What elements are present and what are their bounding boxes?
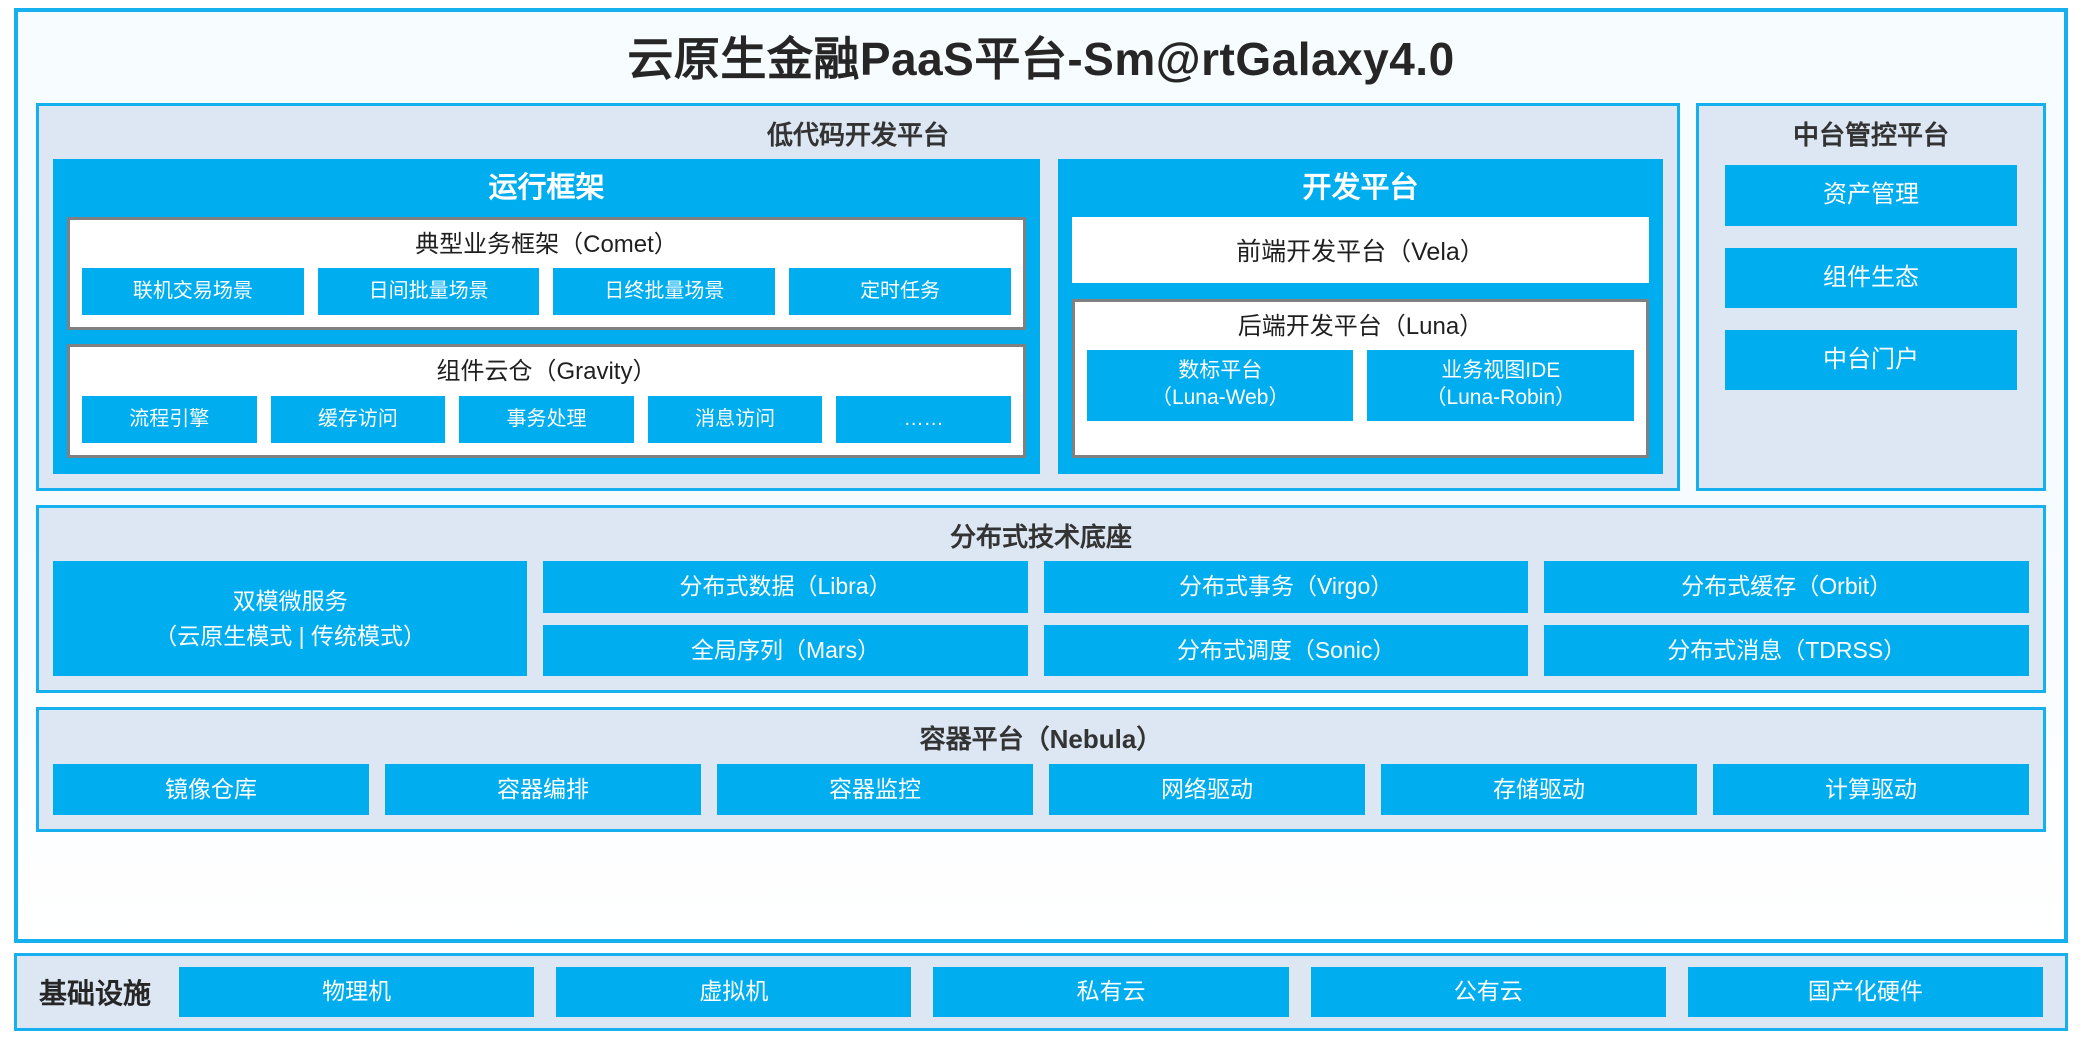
microservice-line1: 双模微服务 bbox=[232, 588, 348, 615]
distributed-cell-libra[interactable]: 分布式数据（Libra） bbox=[543, 561, 1028, 613]
container-item-network-driver[interactable]: 网络驱动 bbox=[1049, 763, 1365, 815]
container-item-storage-driver[interactable]: 存储驱动 bbox=[1381, 763, 1697, 815]
infrastructure-items: 物理机 虚拟机 私有云 公有云 国产化硬件 bbox=[179, 967, 2044, 1017]
development-platform-title: 开发平台 bbox=[1302, 172, 1419, 205]
microservice-column: 双模微服务 （云原生模式 | 传统模式） bbox=[53, 561, 528, 677]
container-platform-title: 容器平台（Nebula） bbox=[919, 724, 1163, 755]
luna-robin-name: 业务视图IDE bbox=[1441, 359, 1561, 383]
container-platform-panel: 容器平台（Nebula） 镜像仓库 容器编排 容器监控 网络驱动 存储驱动 计算… bbox=[36, 707, 2046, 832]
gravity-items: 流程引擎 缓存访问 事务处理 消息访问 …… bbox=[82, 395, 1011, 443]
infrastructure-item-domestic-hardware[interactable]: 国产化硬件 bbox=[1687, 967, 2044, 1017]
luna-web-code: （Luna-Web） bbox=[1150, 385, 1290, 409]
distributed-cell-orbit[interactable]: 分布式缓存（Orbit） bbox=[1544, 561, 2030, 613]
lowcode-platform-content: 运行框架 典型业务框架（Comet） 联机交易场景 日间批量场景 日终批量场景 … bbox=[53, 159, 1663, 474]
luna-robin-item[interactable]: 业务视图IDE （Luna-Robin） bbox=[1367, 350, 1635, 421]
midplatform-title: 中台管控平台 bbox=[1792, 119, 1949, 150]
distributed-cell-mars[interactable]: 全局序列（Mars） bbox=[543, 624, 1028, 677]
development-platform-card: 开发平台 前端开发平台（Vela） 后端开发平台（Luna） 数标平台 （Lun… bbox=[1057, 159, 1663, 474]
infrastructure-panel: 基础设施 物理机 虚拟机 私有云 公有云 国产化硬件 bbox=[14, 953, 2068, 1031]
container-item-monitoring[interactable]: 容器监控 bbox=[717, 763, 1033, 815]
comet-items: 联机交易场景 日间批量场景 日终批量场景 定时任务 bbox=[82, 268, 1011, 316]
gravity-item[interactable]: 流程引擎 bbox=[82, 395, 257, 443]
upper-row: 低代码开发平台 运行框架 典型业务框架（Comet） 联机交易场景 日间批量场景 bbox=[36, 102, 2046, 491]
luna-web-item[interactable]: 数标平台 （Luna-Web） bbox=[1086, 350, 1354, 421]
infrastructure-item-virtual[interactable]: 虚拟机 bbox=[556, 967, 912, 1017]
distributed-base-panel: 分布式技术底座 双模微服务 （云原生模式 | 传统模式） 分布式数据（Libra… bbox=[36, 504, 2046, 694]
luna-robin-code: （Luna-Robin） bbox=[1425, 385, 1577, 409]
gravity-item-more[interactable]: …… bbox=[836, 395, 1011, 443]
container-item-image-repo[interactable]: 镜像仓库 bbox=[53, 763, 369, 815]
luna-web-name: 数标平台 bbox=[1178, 359, 1263, 383]
infrastructure-item-public-cloud[interactable]: 公有云 bbox=[1310, 967, 1666, 1017]
midplatform-panel: 中台管控平台 资产管理 组件生态 中台门户 bbox=[1696, 102, 2046, 491]
gravity-item[interactable]: 缓存访问 bbox=[270, 395, 446, 443]
container-platform-items: 镜像仓库 容器编排 容器监控 网络驱动 存储驱动 计算驱动 bbox=[53, 763, 2029, 815]
midplatform-items: 资产管理 组件生态 中台门户 bbox=[1725, 159, 2017, 470]
backend-platform-box: 后端开发平台（Luna） 数标平台 （Luna-Web） 业务视图IDE （Lu… bbox=[1071, 299, 1649, 458]
gravity-title: 组件云仓（Gravity） bbox=[436, 358, 657, 386]
comet-item[interactable]: 日终批量场景 bbox=[553, 268, 776, 316]
container-item-compute-driver[interactable]: 计算驱动 bbox=[1713, 763, 2029, 815]
comet-title: 典型业务框架（Comet） bbox=[415, 231, 678, 259]
container-item-orchestration[interactable]: 容器编排 bbox=[385, 763, 701, 815]
backend-platform-items: 数标平台 （Luna-Web） 业务视图IDE （Luna-Robin） bbox=[1086, 350, 1635, 421]
midplatform-item-portal[interactable]: 中台门户 bbox=[1725, 329, 2017, 391]
comet-item[interactable]: 日间批量场景 bbox=[317, 268, 540, 316]
lowcode-platform-panel: 低代码开发平台 运行框架 典型业务框架（Comet） 联机交易场景 日间批量场景 bbox=[36, 102, 1680, 491]
comet-item[interactable]: 联机交易场景 bbox=[82, 268, 304, 316]
distributed-column-2: 分布式事务（Virgo） 分布式调度（Sonic） bbox=[1043, 561, 1529, 677]
backend-platform-title: 后端开发平台（Luna） bbox=[1237, 313, 1484, 341]
frontend-platform-box[interactable]: 前端开发平台（Vela） bbox=[1071, 217, 1649, 284]
gravity-item[interactable]: 事务处理 bbox=[459, 395, 634, 443]
platform-main-frame: 云原生金融PaaS平台-Sm@rtGalaxy4.0 低代码开发平台 运行框架 … bbox=[14, 8, 2068, 943]
distributed-column-3: 分布式缓存（Orbit） 分布式消息（TDRSS） bbox=[1544, 561, 2030, 677]
platform-body: 低代码开发平台 运行框架 典型业务框架（Comet） 联机交易场景 日间批量场景 bbox=[36, 102, 2046, 923]
gravity-item[interactable]: 消息访问 bbox=[647, 395, 823, 443]
runtime-framework-card: 运行框架 典型业务框架（Comet） 联机交易场景 日间批量场景 日终批量场景 … bbox=[53, 159, 1040, 474]
distributed-base-title: 分布式技术底座 bbox=[949, 521, 1132, 552]
microservice-line2: （云原生模式 | 传统模式） bbox=[154, 622, 426, 649]
distributed-cell-sonic[interactable]: 分布式调度（Sonic） bbox=[1043, 624, 1529, 677]
distributed-cell-virgo[interactable]: 分布式事务（Virgo） bbox=[1043, 561, 1529, 613]
comet-box: 典型业务框架（Comet） 联机交易场景 日间批量场景 日终批量场景 定时任务 bbox=[67, 217, 1026, 331]
infrastructure-item-private-cloud[interactable]: 私有云 bbox=[933, 967, 1289, 1017]
distributed-column-1: 分布式数据（Libra） 全局序列（Mars） bbox=[543, 561, 1028, 677]
midplatform-item-component[interactable]: 组件生态 bbox=[1725, 247, 2017, 308]
microservice-cell[interactable]: 双模微服务 （云原生模式 | 传统模式） bbox=[53, 561, 528, 677]
gravity-box: 组件云仓（Gravity） 流程引擎 缓存访问 事务处理 消息访问 …… bbox=[67, 344, 1026, 458]
midplatform-item-asset[interactable]: 资产管理 bbox=[1725, 165, 2017, 226]
comet-item[interactable]: 定时任务 bbox=[789, 268, 1011, 316]
distributed-cell-tdrss[interactable]: 分布式消息（TDRSS） bbox=[1544, 624, 2030, 677]
infrastructure-item-physical[interactable]: 物理机 bbox=[179, 967, 535, 1017]
distributed-base-grid: 双模微服务 （云原生模式 | 传统模式） 分布式数据（Libra） 全局序列（M… bbox=[53, 561, 2030, 677]
lowcode-platform-title: 低代码开发平台 bbox=[766, 119, 949, 150]
runtime-framework-title: 运行框架 bbox=[488, 172, 605, 205]
platform-title: 云原生金融PaaS平台-Sm@rtGalaxy4.0 bbox=[627, 33, 1455, 85]
infrastructure-label: 基础设施 bbox=[39, 978, 152, 1009]
